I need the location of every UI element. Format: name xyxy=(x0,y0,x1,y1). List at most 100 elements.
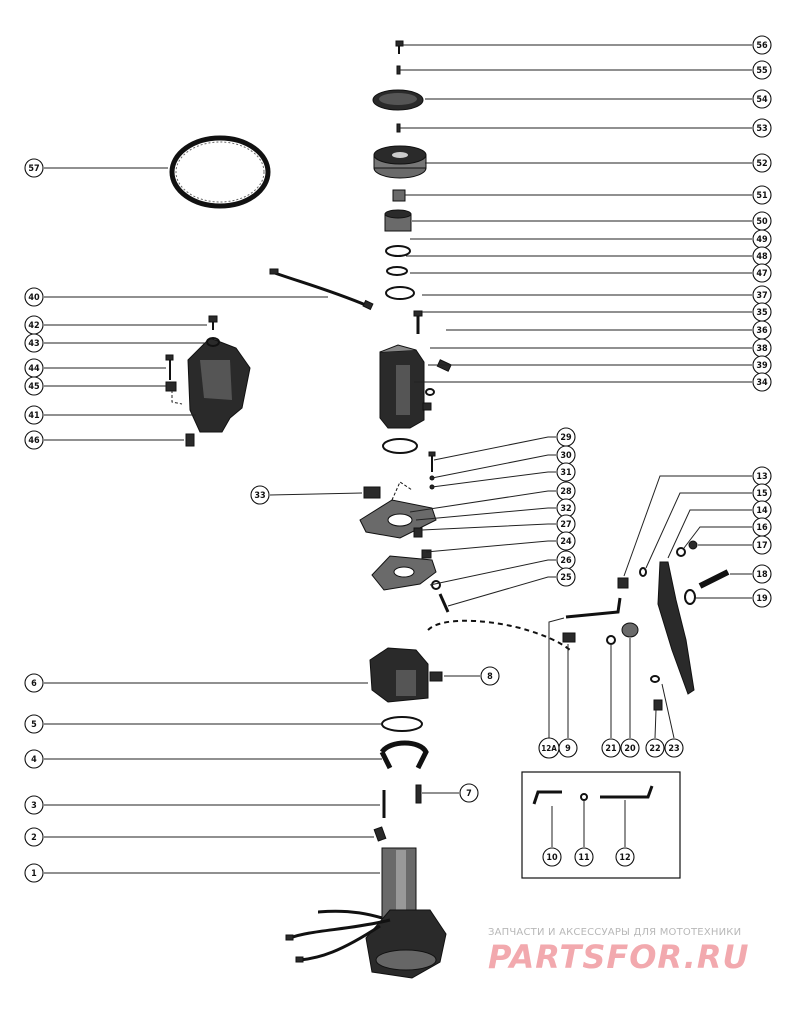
callout-circle-31 xyxy=(556,462,576,482)
callout-label-40: 40 xyxy=(28,293,40,303)
callout-label-12A: 12A xyxy=(541,744,557,753)
part-snap-ring-48 xyxy=(386,266,408,276)
callout-circle-22 xyxy=(645,738,665,758)
part-connector-11 xyxy=(580,793,588,801)
callout-label-13: 13 xyxy=(756,472,767,482)
part-clip-2 xyxy=(373,826,387,842)
callout-circle-11 xyxy=(574,847,594,867)
callout-circle-40 xyxy=(24,287,44,307)
callout-circle-51 xyxy=(752,185,772,205)
part-washer-43 xyxy=(206,337,220,347)
part-pin-55 xyxy=(396,65,401,75)
part-bolt-22 xyxy=(653,699,663,711)
part-cylinder-6 xyxy=(369,647,429,703)
part-snap-ring-49 xyxy=(385,245,411,257)
part-washer-15 xyxy=(639,567,647,577)
part-clamp-band-4 xyxy=(379,740,429,770)
part-cable xyxy=(271,270,369,308)
part-bushing-46 xyxy=(185,433,195,447)
callout-label-19: 19 xyxy=(756,594,768,604)
callout-label-44: 44 xyxy=(28,364,40,374)
callout-label-25: 25 xyxy=(560,573,572,583)
part-rod-12 xyxy=(600,785,654,799)
callout-label-38: 38 xyxy=(756,344,768,354)
watermark: ЗАПЧАСТИ И АКСЕССУАРЫ ДЛЯ МОТОТЕХНИКИ PA… xyxy=(488,927,749,976)
leader-line-27 xyxy=(421,523,556,531)
callout-circle-34 xyxy=(752,372,772,392)
part-spring-7 xyxy=(415,784,422,804)
leader-line-26 xyxy=(429,559,556,586)
callout-label-26: 26 xyxy=(560,556,572,566)
callout-label-12: 12 xyxy=(619,853,630,863)
watermark-logo: PARTSFOR.RU xyxy=(488,938,749,976)
part-clip-33 xyxy=(363,486,381,499)
callout-label-37: 37 xyxy=(756,291,767,301)
part-ring-5 xyxy=(381,716,423,732)
leader-line-15 xyxy=(645,492,752,569)
callout-circle-3 xyxy=(24,795,44,815)
callout-circle-45 xyxy=(24,376,44,396)
callout-label-57: 57 xyxy=(28,164,39,174)
leader-line-23 xyxy=(661,683,675,739)
callout-label-35: 35 xyxy=(756,308,768,318)
part-fitting-9 xyxy=(562,632,576,643)
callout-label-11: 11 xyxy=(578,853,590,863)
callout-label-50: 50 xyxy=(756,217,768,227)
callout-label-54: 54 xyxy=(756,95,768,105)
callout-label-55: 55 xyxy=(756,66,768,76)
part-cam-20 xyxy=(621,622,639,638)
callout-circle-6 xyxy=(24,673,44,693)
callout-circle-7 xyxy=(459,783,479,803)
callout-circle-1 xyxy=(24,863,44,883)
leader-line-16 xyxy=(683,526,752,549)
callout-label-16: 16 xyxy=(756,523,768,533)
part-pin-53 xyxy=(396,123,401,133)
leader-line-14 xyxy=(667,509,752,559)
callout-label-21: 21 xyxy=(605,744,617,754)
part-nut-39 xyxy=(422,402,432,411)
callout-circle-52 xyxy=(752,153,772,173)
leader-line-33 xyxy=(269,492,363,496)
parts-artwork xyxy=(165,40,730,979)
part-bolt-44 xyxy=(165,354,174,361)
part-rod-10 xyxy=(532,790,562,805)
part-nut-45 xyxy=(165,381,177,392)
callout-label-2: 2 xyxy=(31,833,37,843)
callout-label-41: 41 xyxy=(28,411,40,421)
callout-circle-53 xyxy=(752,118,772,138)
callout-label-3: 3 xyxy=(31,801,37,811)
callout-label-8: 8 xyxy=(487,672,493,682)
callout-label-46: 46 xyxy=(28,436,40,446)
callout-circle-56 xyxy=(752,35,772,55)
callout-circle-55 xyxy=(752,60,772,80)
callout-label-15: 15 xyxy=(756,489,768,499)
part-motor-assembly-1 xyxy=(285,847,447,979)
callout-circle-24 xyxy=(556,531,576,551)
callout-label-49: 49 xyxy=(756,235,768,245)
callout-label-56: 56 xyxy=(756,41,768,51)
callout-circle-17 xyxy=(752,535,772,555)
callout-circle-19 xyxy=(752,588,772,608)
callout-circle-25 xyxy=(556,567,576,587)
callout-label-42: 42 xyxy=(28,321,39,331)
callout-label-45: 45 xyxy=(28,382,40,392)
part-washer-19 xyxy=(684,589,696,605)
callout-label-48: 48 xyxy=(756,252,768,262)
callout-circle-8 xyxy=(480,666,500,686)
callout-label-29: 29 xyxy=(560,433,572,443)
callout-label-43: 43 xyxy=(28,339,39,349)
part-bolt-37 xyxy=(413,310,423,317)
part-fitting-13 xyxy=(617,577,629,589)
callout-label-9: 9 xyxy=(565,744,571,754)
callout-label-10: 10 xyxy=(546,853,558,863)
callout-circle-33 xyxy=(250,485,270,505)
callout-circle-12 xyxy=(615,847,635,867)
callout-circle-47 xyxy=(752,263,772,283)
callout-label-33: 33 xyxy=(254,491,265,501)
leader-line-30 xyxy=(431,454,556,479)
callout-circle-23 xyxy=(664,738,684,758)
part-lever-14 xyxy=(657,561,695,695)
